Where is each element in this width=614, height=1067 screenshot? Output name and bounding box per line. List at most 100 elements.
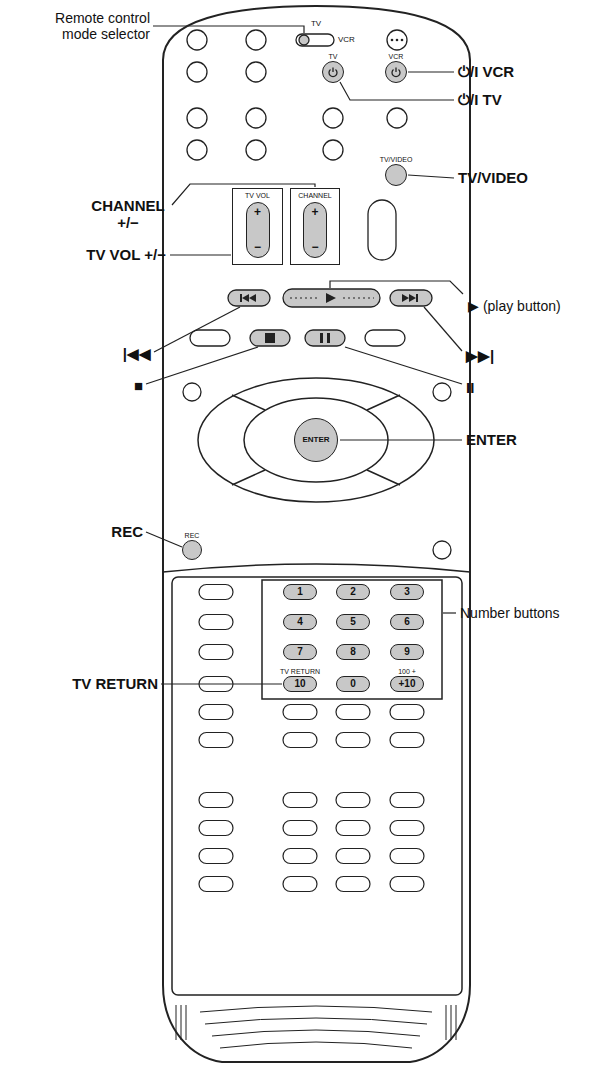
button-text: 1 (297, 587, 303, 597)
number-button: 2 (336, 584, 370, 600)
play-dots (290, 298, 318, 299)
grip (446, 1005, 447, 1040)
grip (456, 1005, 457, 1040)
button-text: 9 (404, 647, 410, 657)
plain-button (199, 585, 424, 892)
callout-label: CHANNEL +/− (86, 197, 170, 232)
number-button: 0 (336, 676, 370, 692)
number-button: 4 (283, 614, 317, 630)
plain-button (199, 705, 233, 720)
power-icon (332, 68, 333, 73)
plain-button (390, 849, 424, 864)
plain-button (246, 62, 266, 82)
grip (176, 1005, 456, 1048)
button-text: +10 (399, 679, 416, 689)
grip (451, 1005, 452, 1040)
plain-button (283, 821, 317, 836)
leader-line (146, 26, 463, 684)
transport-button (283, 289, 380, 307)
transport-button (228, 289, 432, 346)
plain-button (199, 849, 233, 864)
plain-button (336, 821, 370, 836)
button-text: − (254, 241, 261, 253)
grip (220, 1042, 412, 1048)
leader-line (408, 175, 454, 178)
button-text: 0 (350, 679, 356, 689)
transport-icon (242, 294, 256, 302)
power-icon (390, 66, 402, 78)
button-text: + (254, 206, 261, 218)
number-button: 100 ++10 (390, 676, 424, 692)
plain-button (283, 733, 317, 748)
number-button: 1 (283, 584, 317, 600)
button-text: 5 (350, 617, 356, 627)
remote-body (163, 6, 470, 1062)
leader-line (340, 439, 462, 440)
rocker-button: +− (246, 202, 270, 258)
leader-line (340, 82, 454, 100)
grip (200, 1006, 432, 1012)
transport-button (250, 330, 290, 346)
plain-button (187, 140, 207, 160)
transport-button (305, 330, 345, 346)
plain-button (336, 733, 370, 748)
leader-line (170, 254, 231, 255)
plain-button (365, 330, 405, 346)
play-dots (290, 298, 374, 299)
button-text: 10 (294, 679, 305, 689)
plain-button (283, 705, 317, 720)
mode-selector (299, 35, 309, 45)
direction-pad (367, 470, 400, 485)
transport-icon (240, 293, 418, 343)
grip (176, 1005, 177, 1040)
leader-line (154, 307, 240, 352)
callout-label: VCR (338, 35, 355, 44)
grip (212, 1030, 420, 1036)
button-text: 4 (297, 617, 303, 627)
plain-button (199, 877, 233, 892)
transport-icon (240, 294, 242, 302)
callout-label: ⏻/I TV (458, 91, 502, 108)
number-button: TV RETURN10 (283, 676, 317, 692)
transport-icon (416, 294, 418, 302)
callout-label: II (466, 379, 474, 396)
plain-button (190, 330, 230, 346)
number-button: 3 (390, 584, 424, 600)
callout-label: |◀◀ (123, 345, 151, 362)
plain-button (199, 821, 233, 836)
plain-button (283, 849, 317, 864)
plain-button (199, 585, 233, 600)
volume-box: TV VOL+− (232, 188, 283, 265)
callout-label: ▶ (play button) (468, 298, 568, 314)
transport-icon (265, 333, 275, 343)
slide-panel (163, 564, 470, 572)
power-icon (327, 66, 339, 78)
grip (181, 1005, 182, 1040)
button-text: TV VOL (245, 192, 270, 199)
leader-line (345, 347, 462, 384)
button-text: 2 (350, 587, 356, 597)
callout-label: REC (111, 523, 143, 540)
button-text: 8 (350, 647, 356, 657)
transport-button (390, 290, 432, 306)
plain-button (336, 705, 370, 720)
button-heading: TV RETURN (280, 668, 320, 675)
transport-button (228, 290, 270, 306)
plain-button (199, 645, 233, 660)
plain-button (246, 30, 266, 50)
dots-icon (401, 39, 404, 42)
leader-line (161, 683, 282, 684)
button-text: CHANNEL (298, 192, 331, 199)
plain-button (187, 30, 207, 50)
grip (205, 1018, 427, 1024)
callout-label: TV RETURN (72, 675, 158, 692)
direction-pad (232, 470, 265, 485)
plain-button (390, 793, 424, 808)
plain-button (187, 108, 207, 128)
leader-line (424, 307, 462, 351)
plain-button (246, 140, 266, 160)
callout-label: TV/VIDEO (458, 169, 528, 186)
button-heading: VCR (389, 53, 404, 60)
callout-label: ⏻/I VCR (458, 63, 514, 80)
transport-icon (402, 294, 416, 302)
